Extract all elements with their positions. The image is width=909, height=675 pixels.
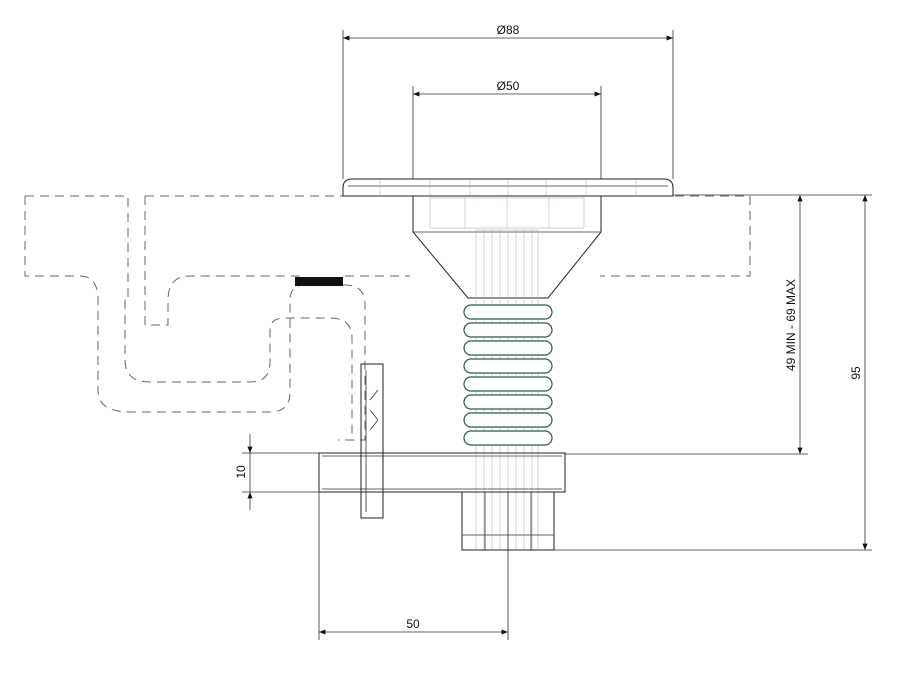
dim-label-flange-diameter: Ø88	[497, 23, 520, 37]
dim-flange-diameter: Ø88	[342, 23, 674, 179]
spring	[463, 304, 553, 446]
dim-adjust-range: 49 MIN - 69 MAX	[565, 194, 808, 455]
clamp-bracket	[318, 452, 566, 493]
clamp-plate	[360, 363, 384, 519]
dim-label-total-height: 95	[849, 366, 863, 380]
dim-bracket-thickness: 10	[234, 434, 319, 510]
dim-inner-diameter: Ø50	[412, 79, 602, 179]
top-flange	[342, 178, 674, 197]
gasket-strip	[295, 277, 343, 286]
dim-label-adjust-range: 49 MIN - 69 MAX	[784, 279, 798, 371]
funnel-body	[412, 196, 602, 299]
hidden-sink-profile	[24, 195, 751, 441]
dim-label-bracket-offset: 50	[406, 617, 420, 631]
dim-bracket-offset: 50	[318, 492, 509, 640]
dim-label-inner-diameter: Ø50	[497, 79, 520, 93]
dim-label-bracket-thickness: 10	[234, 465, 248, 479]
dim-total-height: 95	[554, 194, 872, 551]
